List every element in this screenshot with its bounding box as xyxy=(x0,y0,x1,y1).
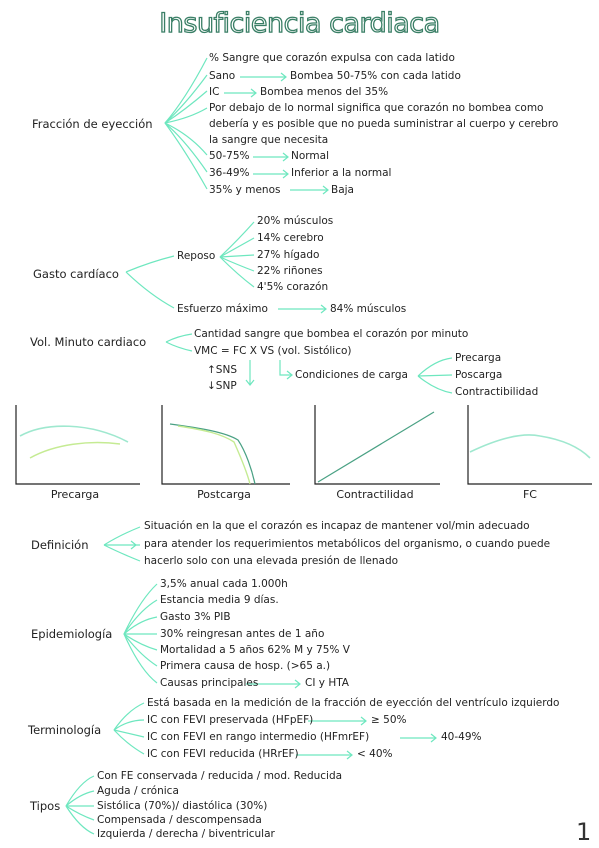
terminologia-item: IC con FEVI en rango intermedio (HFmrEF) xyxy=(147,731,370,743)
gasto-item: 14% cerebro xyxy=(257,232,324,244)
terminologia-item: IC con FEVI preservada (HFpEF) xyxy=(147,714,314,726)
vmc-condiciones: Condiciones de carga xyxy=(295,369,408,381)
epidemiologia-item: 3,5% anual cada 1.000h xyxy=(160,578,288,590)
epidemiologia-item: CI y HTA xyxy=(305,677,349,689)
gasto-esfuerzo: Esfuerzo máximo xyxy=(177,303,268,315)
gasto-item: 27% hígado xyxy=(257,249,320,261)
epidemiologia-item: Mortalidad a 5 años 62% M y 75% V xyxy=(160,644,350,656)
graph-label-fc: FC xyxy=(522,488,537,501)
fraccion-item: 50-75% xyxy=(209,150,250,162)
fraccion-item: Sano xyxy=(209,70,236,82)
section-heading-fraccion: Fracción de eyección xyxy=(32,117,153,131)
fraccion-item: la sangre que necesita xyxy=(209,134,329,146)
epidemiologia-item: Gasto 3% PIB xyxy=(160,611,231,623)
epidemiologia-item: Causas principales xyxy=(160,677,259,689)
vmc-formula: VMC = FC X VS (vol. Sistólico) xyxy=(194,345,352,357)
section-heading-vmc: Vol. Minuto cardiaco xyxy=(30,335,147,349)
section-heading-gasto: Gasto cardíaco xyxy=(33,267,119,281)
gasto-item: 20% músculos xyxy=(257,215,334,227)
page-title: Insuficiencia cardiaca xyxy=(159,7,441,39)
vmc-snp: ↓SNP xyxy=(207,380,237,392)
section-heading-epidemiologia: Epidemiología xyxy=(31,627,113,641)
tipos-item: Sistólica (70%)/ diastólica (30%) xyxy=(97,800,268,812)
fraccion-item: Por debajo de lo normal significa que co… xyxy=(209,102,544,114)
definicion-line: hacerlo solo con una elevada presión de … xyxy=(144,555,399,567)
fraccion-item: Baja xyxy=(331,184,354,196)
graph-label-contractilidad: Contractilidad xyxy=(336,488,414,501)
fraccion-item: Inferior a la normal xyxy=(291,167,392,179)
gasto-item: 22% riñones xyxy=(257,265,323,277)
section-heading-definicion: Definición xyxy=(31,538,89,552)
condicion-item: Contractibilidad xyxy=(455,386,539,398)
terminologia-item: < 40% xyxy=(357,748,393,760)
fraccion-item: Normal xyxy=(291,150,329,162)
tipos-item: Compensada / descompensada xyxy=(97,814,262,826)
tipos-item: Con FE conservada / reducida / mod. Redu… xyxy=(97,770,343,782)
fraccion-item: Bombea menos del 35% xyxy=(260,86,389,98)
graph-label-precarga: Precarga xyxy=(50,488,100,501)
terminologia-item: IC con FEVI reducida (HRrEF) xyxy=(147,748,299,760)
terminologia-item: Está basada en la medición de la fracció… xyxy=(147,697,560,709)
tipos-item: Aguda / crónica xyxy=(97,785,179,797)
epidemiologia-item: Estancia media 9 días. xyxy=(160,594,279,606)
terminologia-item: ≥ 50% xyxy=(371,714,407,726)
fraccion-item: IC xyxy=(209,86,220,98)
section-heading-tipos: Tipos xyxy=(30,799,61,813)
definicion-line: Situación en la que el corazón es incapa… xyxy=(144,520,530,532)
fraccion-item: debería y es posible que no pueda sumini… xyxy=(209,118,559,130)
terminologia-item: 40-49% xyxy=(441,731,482,743)
fraccion-item: Bombea 50-75% con cada latido xyxy=(290,70,461,82)
vmc-sns: ↑SNS xyxy=(207,364,237,376)
fraccion-item: 35% y menos xyxy=(209,184,281,196)
page-number: 1 xyxy=(576,818,592,846)
section-heading-terminologia: Terminología xyxy=(28,723,102,737)
vmc-definition: Cantidad sangre que bombea el corazón po… xyxy=(194,328,469,340)
gasto-reposo: Reposo xyxy=(177,250,216,262)
gasto-item: 4'5% corazón xyxy=(257,281,329,293)
tipos-item: Izquierda / derecha / biventricular xyxy=(97,828,275,840)
gasto-esfuerzo-value: 84% músculos xyxy=(330,303,407,315)
definicion-line: para atender los requerimientos metabóli… xyxy=(144,538,551,550)
epidemiologia-item: 30% reingresan antes de 1 año xyxy=(160,628,325,640)
condicion-item: Precarga xyxy=(455,352,502,364)
condicion-item: Poscarga xyxy=(455,369,503,381)
fraccion-item: % Sangre que corazón expulsa con cada la… xyxy=(209,52,455,64)
epidemiologia-item: Primera causa de hosp. (>65 a.) xyxy=(160,660,331,672)
fraccion-item: 36-49% xyxy=(209,167,250,179)
graph-label-postcarga: Postcarga xyxy=(197,488,251,501)
